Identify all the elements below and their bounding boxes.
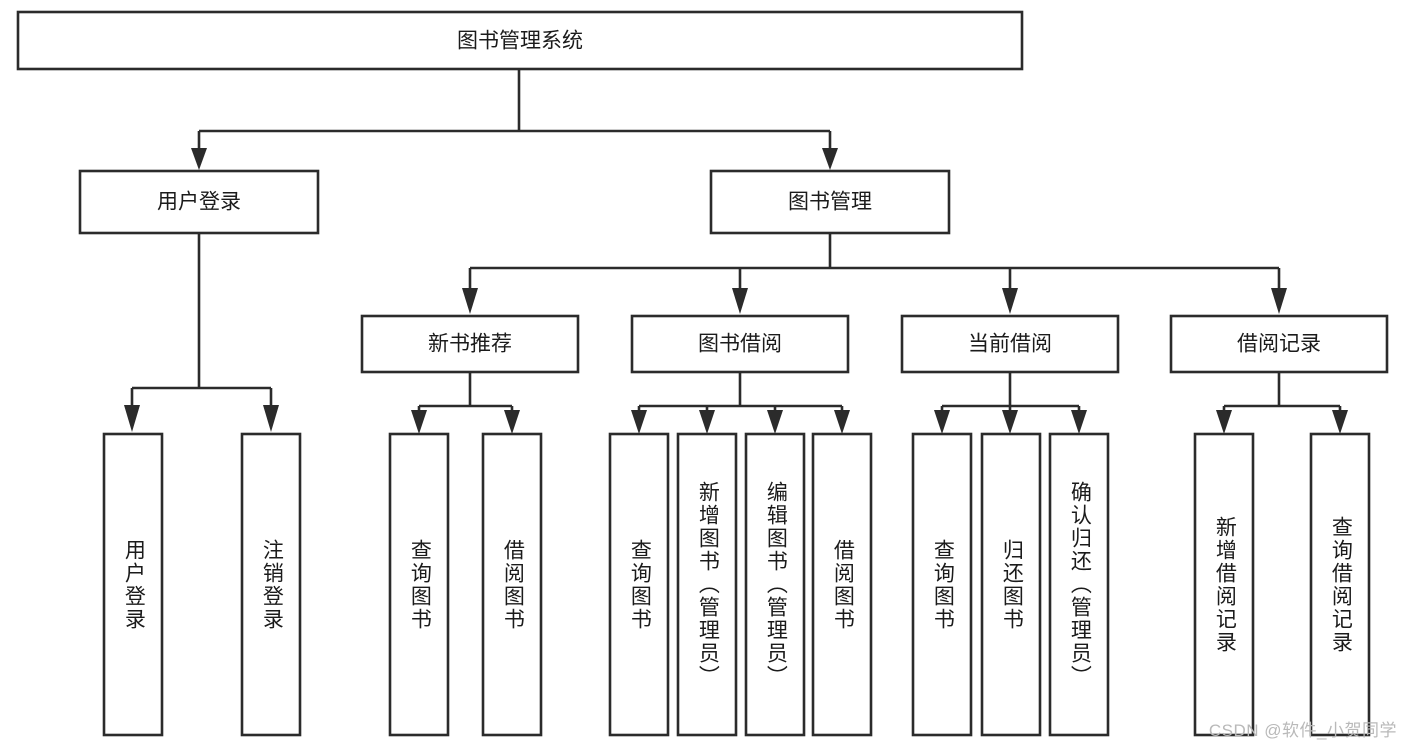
leaf-box-borrowing-1[interactable] [608, 432, 670, 737]
node-borrowing-record-box[interactable] [1169, 314, 1389, 374]
arrow-head-borrow-leaf-1 [631, 410, 647, 434]
leaf-box-user-login-2[interactable] [240, 432, 302, 737]
leaf-box-current-1[interactable] [911, 432, 973, 737]
leaf-box-borrowing-4[interactable] [811, 432, 873, 737]
node-current-borrowing[interactable]: 当前借阅 [900, 314, 1120, 374]
leaf-box-current-2[interactable] [980, 432, 1042, 737]
arrow-head-record-leaf-2 [1332, 410, 1348, 434]
arrow-head-current-leaf-1 [934, 410, 950, 434]
arrow-head-login-leaf-2 [263, 405, 279, 432]
node-borrowing-record-label: 借阅记录 [1237, 333, 1321, 356]
node-root[interactable]: 图书管理系统 [16, 10, 1024, 71]
node-current-borrowing-box[interactable] [900, 314, 1120, 374]
arrow-head-current-leaf-2 [1002, 410, 1018, 434]
leaf-box-borrowing-2[interactable] [676, 432, 738, 737]
arrow-head-borrow-leaf-3 [767, 410, 783, 434]
arrow-head-login-leaf-1 [124, 405, 140, 432]
leaf-box-record-2[interactable] [1309, 432, 1371, 737]
node-borrowing-record[interactable]: 借阅记录 [1169, 314, 1389, 374]
leaf-box-borrowing-3[interactable] [744, 432, 806, 737]
arrow-head-to-book-management [822, 148, 838, 170]
csdn-watermark: CSDN @软件_小贺同学 [1208, 721, 1397, 740]
connector-layer [124, 69, 1348, 434]
arrow-head-to-new-book-rec [462, 288, 478, 314]
leaf-box-user-login-1[interactable] [102, 432, 164, 737]
node-book-borrowing-label: 图书借阅 [698, 333, 782, 356]
arrow-head-rec-leaf-1 [411, 410, 427, 434]
node-user-login[interactable]: 用户登录 [78, 169, 320, 235]
node-book-management-box[interactable] [709, 169, 951, 235]
leaf-box-current-3[interactable] [1048, 432, 1110, 737]
arrow-head-to-current-borrow [1002, 288, 1018, 314]
arrow-head-to-user-login [191, 148, 207, 170]
arrow-head-to-book-borrow [732, 288, 748, 314]
leaf-box-recommendation-1[interactable] [388, 432, 450, 737]
node-current-borrowing-label: 当前借阅 [968, 333, 1052, 356]
arrow-head-borrow-leaf-2 [699, 410, 715, 434]
arrow-head-borrow-leaf-4 [834, 410, 850, 434]
node-root-label: 图书管理系统 [457, 30, 583, 53]
leaf-box-recommendation-2[interactable] [481, 432, 543, 737]
arrow-head-record-leaf-1 [1216, 410, 1232, 434]
node-user-login-box[interactable] [78, 169, 320, 235]
node-book-management[interactable]: 图书管理 [709, 169, 951, 235]
node-new-book-recommendation[interactable]: 新书推荐 [360, 314, 580, 374]
node-root-box[interactable] [16, 10, 1024, 71]
node-new-book-recommendation-label: 新书推荐 [428, 333, 512, 356]
node-book-borrowing[interactable]: 图书借阅 [630, 314, 850, 374]
node-book-management-label: 图书管理 [788, 191, 872, 214]
node-book-borrowing-box[interactable] [630, 314, 850, 374]
node-layer: 图书管理系统 用户登录 图书管理 新书推荐 图书借阅 当前 [16, 10, 1389, 737]
node-new-book-recommendation-box[interactable] [360, 314, 580, 374]
arrow-head-rec-leaf-2 [504, 410, 520, 434]
leaf-box-record-1[interactable] [1193, 432, 1255, 737]
node-user-login-label: 用户登录 [157, 191, 241, 214]
arrow-head-to-borrow-record [1271, 288, 1287, 314]
arrow-head-current-leaf-3 [1071, 410, 1087, 434]
